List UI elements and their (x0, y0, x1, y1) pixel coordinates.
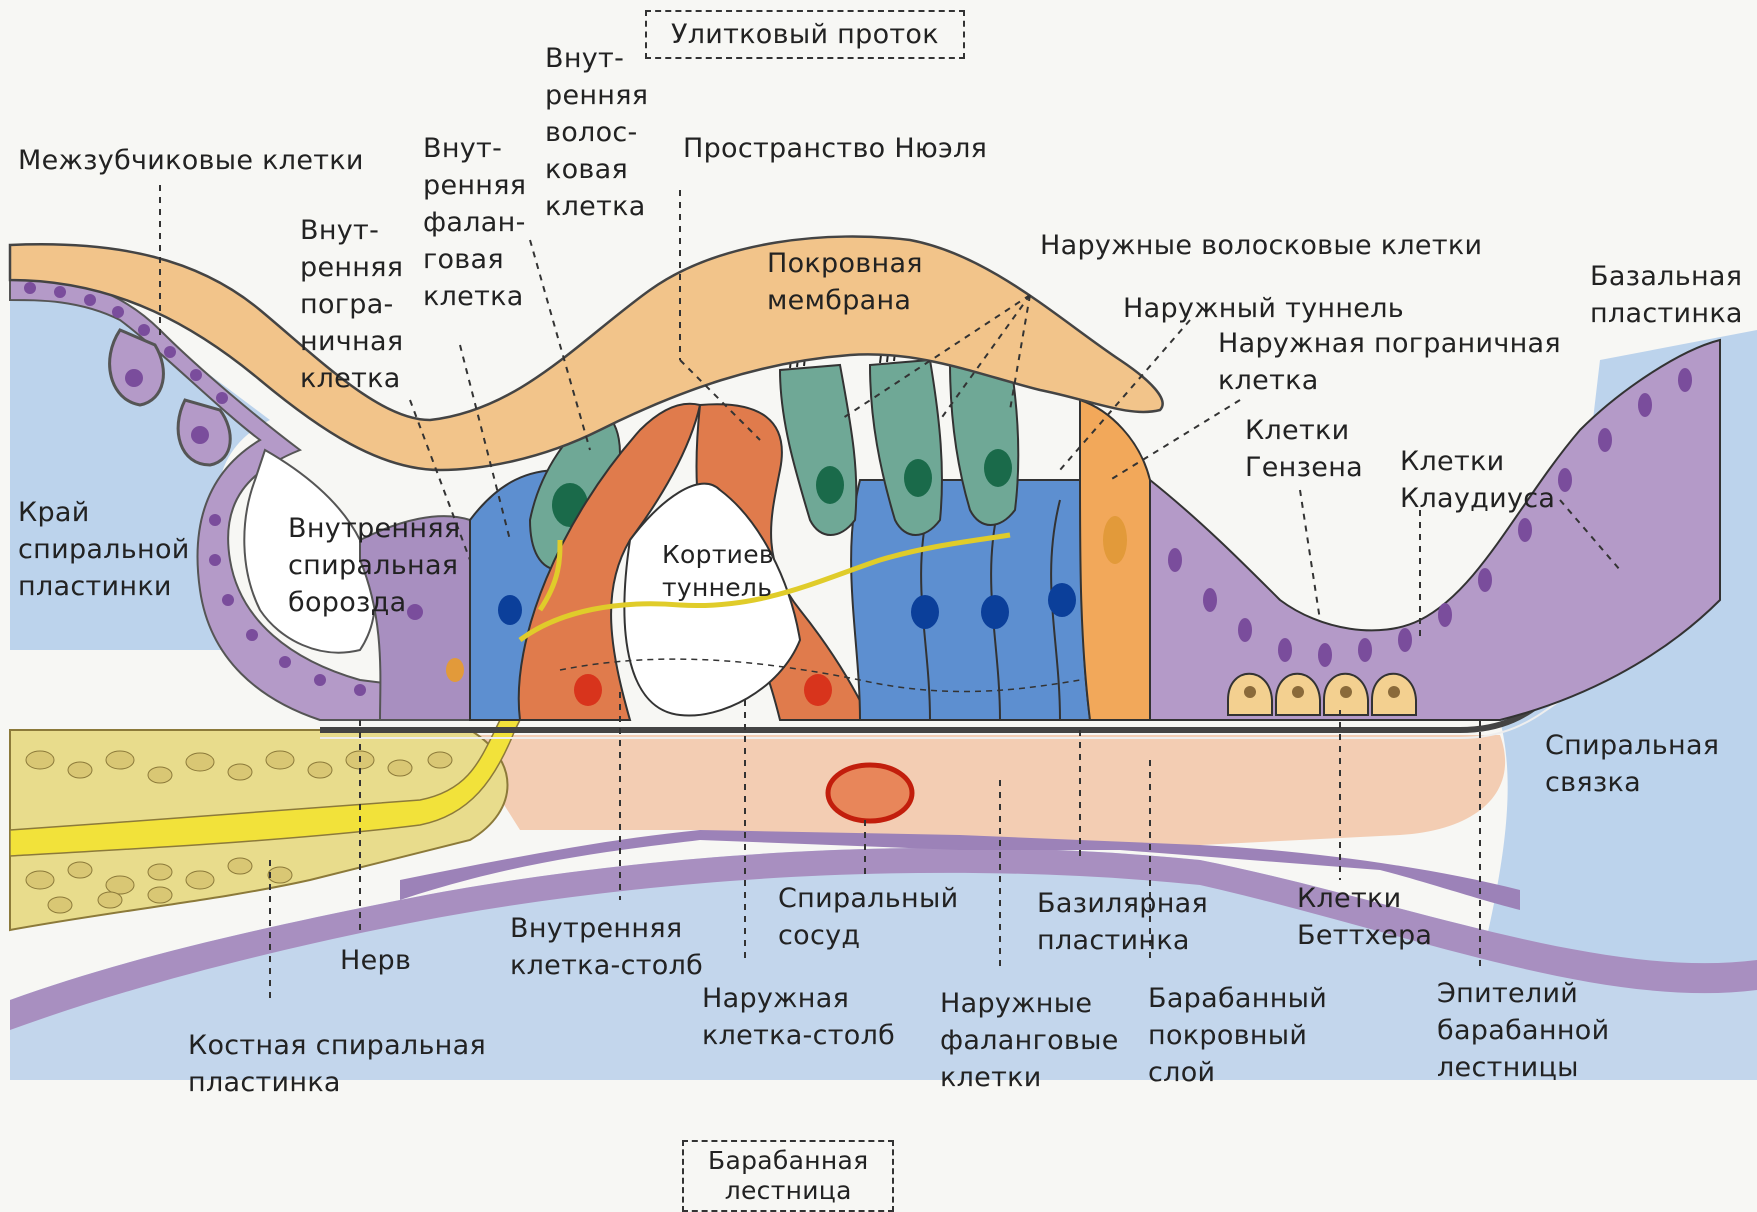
label-inner-hair-cell: Внут- ренняя волос- ковая клетка (545, 40, 648, 225)
label-inner-border-cell: Внут- ренняя погра- ничная клетка (300, 212, 403, 397)
label-tectorial-membrane: Покровная мембрана (767, 245, 923, 319)
label-cochlear-duct: Улитковый проток (645, 10, 965, 59)
label-boettcher-cells: Клетки Беттхера (1297, 880, 1432, 954)
label-tympanic-scala-epithelium: Эпителий барабанной лестницы (1437, 975, 1609, 1086)
label-osseous-spiral-lamina: Костная спиральная пластинка (188, 1027, 486, 1101)
label-spiral-limbus-edge: Край спиральной пластинки (18, 494, 190, 605)
label-outer-border-cell: Наружная пограничная клетка (1218, 325, 1561, 399)
label-inner-pillar-cell: Внутренняя клетка-столб (510, 910, 703, 984)
spiral-vessel (828, 765, 912, 821)
label-tympanic-covering-layer: Барабанный покровный слой (1148, 980, 1327, 1091)
label-spiral-vessel: Спиральный сосуд (778, 880, 958, 954)
label-basal-lamina: Базальная пластинка (1590, 258, 1743, 332)
label-inner-spiral-sulcus: Внутренняя спиральная борозда (288, 510, 460, 621)
label-outer-phalangeal-cells: Наружные фаланговые клетки (940, 985, 1119, 1096)
label-interdental-cells: Межзубчиковые клетки (18, 142, 364, 179)
label-basilar-membrane: Базилярная пластинка (1037, 885, 1208, 959)
label-nuel-space: Пространство Нюэля (683, 130, 987, 167)
label-claudius-cells: Клетки Клаудиуса (1400, 443, 1555, 517)
label-corti-tunnel: Кортиев туннель (662, 538, 774, 604)
label-outer-pillar-cell: Наружная клетка-столб (702, 980, 895, 1054)
label-outer-hair-cells: Наружные волосковые клетки (1040, 227, 1482, 264)
label-hensen-cells: Клетки Гензена (1245, 412, 1363, 486)
label-tympanic-scala: Барабанная лестница (682, 1140, 894, 1212)
label-spiral-ligament: Спиральная связка (1545, 727, 1719, 801)
label-nerve: Нерв (340, 942, 411, 979)
label-inner-phalangeal-cell: Внут- ренняя фалан- говая клетка (423, 130, 526, 315)
outer-hair-cells (780, 358, 1018, 535)
label-outer-tunnel: Наружный туннель (1123, 290, 1404, 327)
